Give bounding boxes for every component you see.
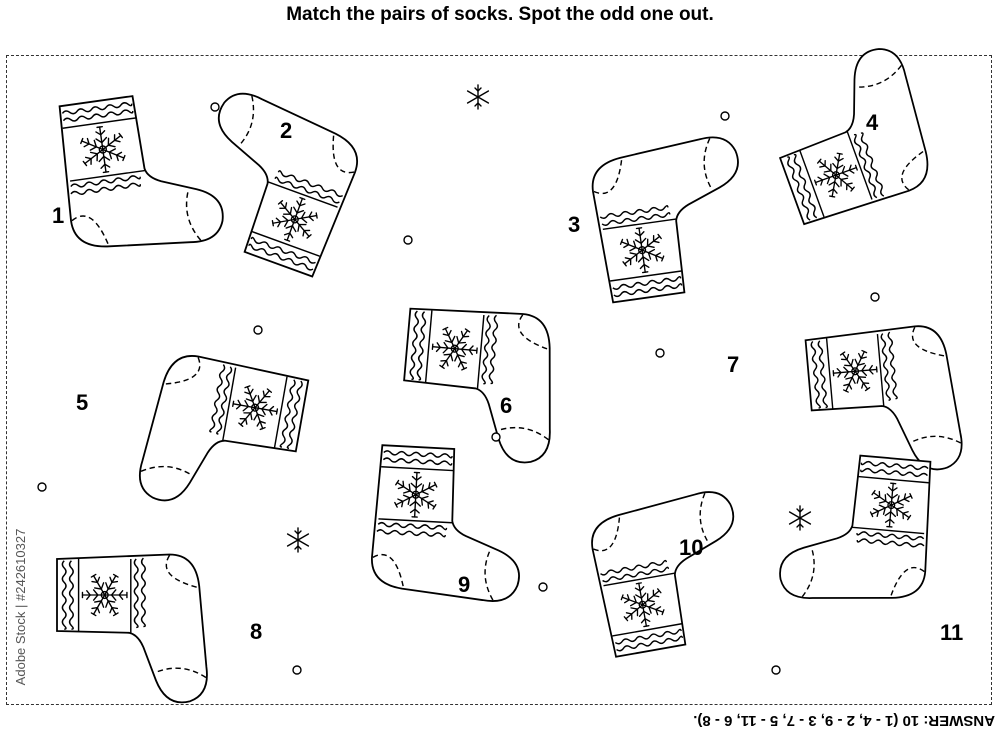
sock-number-10: 10 bbox=[679, 535, 703, 560]
sock-number-8: 8 bbox=[250, 619, 262, 644]
sock-3 bbox=[588, 134, 755, 303]
answer-text: ANSWER: 10 (1 - 4, 2 - 9, 3 - 7, 5 - 11,… bbox=[693, 712, 995, 729]
stock-watermark-id: Adobe Stock | #242610327 bbox=[13, 528, 28, 686]
decorative-dots bbox=[37, 102, 880, 675]
sock-8 bbox=[57, 555, 207, 703]
sock-number-11: 11 bbox=[940, 620, 963, 645]
sock-number-4: 4 bbox=[866, 110, 879, 135]
puzzle-frame bbox=[6, 55, 992, 705]
snowflake-icon bbox=[788, 505, 812, 531]
sock-number-1: 1 bbox=[52, 203, 64, 228]
sock-11 bbox=[778, 449, 935, 608]
sock-number-6: 6 bbox=[500, 393, 512, 418]
sock-number-2: 2 bbox=[280, 118, 292, 143]
puzzle-title: Match the pairs of socks. Spot the odd o… bbox=[286, 4, 714, 25]
sock-2 bbox=[178, 87, 368, 278]
sock-1 bbox=[55, 86, 226, 259]
sock-7 bbox=[805, 323, 964, 480]
snowflake-icon bbox=[466, 84, 490, 110]
sock-10 bbox=[586, 488, 754, 658]
sock-9 bbox=[370, 445, 526, 602]
sock-4 bbox=[756, 42, 943, 228]
sock-number-7: 7 bbox=[727, 352, 739, 377]
sock-6 bbox=[398, 304, 560, 464]
sock-number-9: 9 bbox=[458, 572, 470, 597]
sock-5 bbox=[136, 350, 309, 522]
sock-number-3: 3 bbox=[568, 212, 580, 237]
sock-number-5: 5 bbox=[76, 390, 88, 415]
snowflake-icon bbox=[286, 527, 310, 553]
